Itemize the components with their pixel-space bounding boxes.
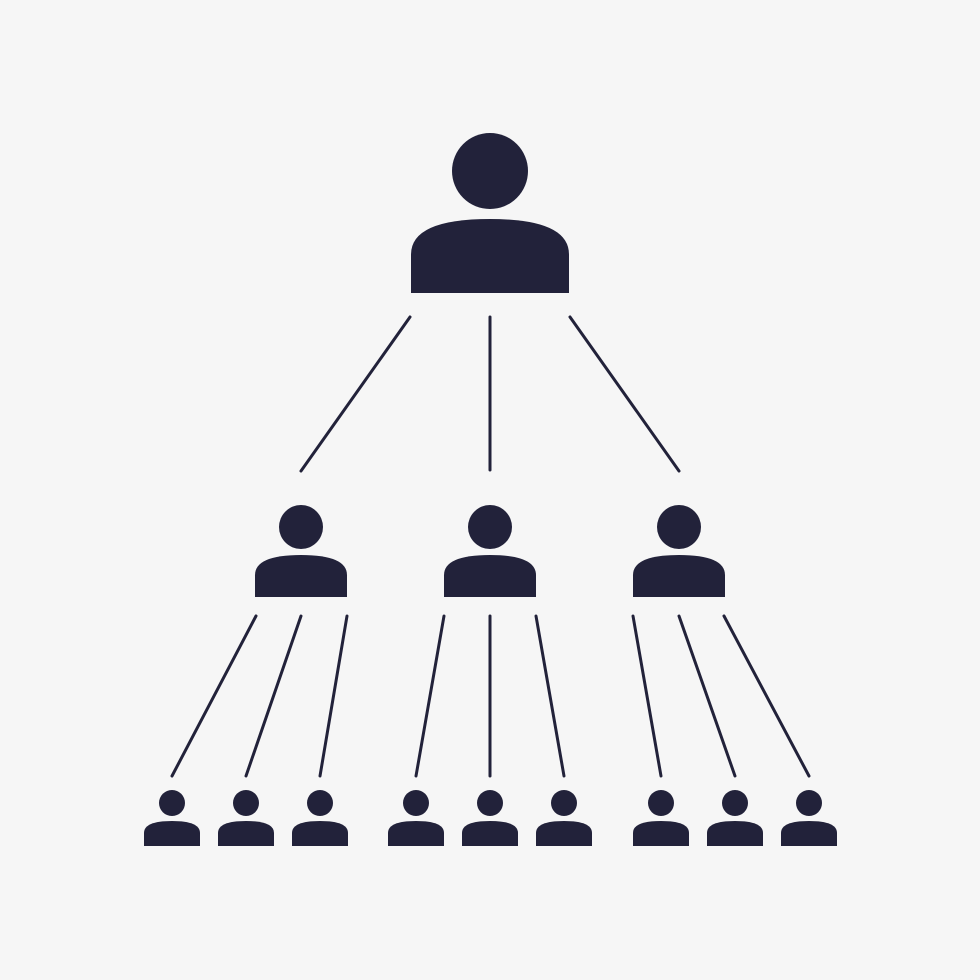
person-head <box>796 790 822 816</box>
person-head <box>722 790 748 816</box>
person-icon-member-1-1 <box>144 790 200 846</box>
person-icon-member-2-1 <box>388 790 444 846</box>
person-icon-member-2-2 <box>462 790 518 846</box>
connector-manager-3-to-member-1 <box>631 614 663 778</box>
person-body <box>536 821 592 846</box>
person-head <box>477 790 503 816</box>
person-body <box>292 821 348 846</box>
person-head <box>657 505 701 549</box>
person-body <box>411 219 569 293</box>
person-body <box>255 555 347 597</box>
person-head <box>648 790 674 816</box>
person-head <box>307 790 333 816</box>
person-icon-member-3-1 <box>633 790 689 846</box>
connector-manager-1-to-member-2 <box>244 614 303 778</box>
connector-manager-1-to-member-3 <box>318 614 349 778</box>
person-head <box>452 133 528 209</box>
person-icon-manager-3 <box>633 505 725 597</box>
person-icon-member-2-3 <box>536 790 592 846</box>
person-icon-manager-2 <box>444 505 536 597</box>
person-body <box>707 821 763 846</box>
person-body <box>144 821 200 846</box>
person-body <box>444 555 536 597</box>
person-icon-member-1-3 <box>292 790 348 846</box>
connector-manager-3-to-member-2 <box>677 614 737 778</box>
person-body <box>633 821 689 846</box>
person-head <box>233 790 259 816</box>
people <box>144 133 837 846</box>
connector-manager-2-to-member-3 <box>534 614 566 778</box>
person-head <box>468 505 512 549</box>
connector-root-to-manager-3 <box>568 315 681 473</box>
person-head <box>279 505 323 549</box>
person-head <box>551 790 577 816</box>
connector-root-to-manager-1 <box>299 315 412 473</box>
person-head <box>159 790 185 816</box>
person-icon-manager-1 <box>255 505 347 597</box>
person-icon-root <box>411 133 569 293</box>
connectors <box>170 315 811 778</box>
person-body <box>218 821 274 846</box>
person-body <box>781 821 837 846</box>
connector-manager-3-to-member-3 <box>722 614 811 778</box>
person-icon-member-3-3 <box>781 790 837 846</box>
person-icon-member-3-2 <box>707 790 763 846</box>
person-body <box>388 821 444 846</box>
connector-manager-1-to-member-1 <box>170 614 258 778</box>
connector-manager-2-to-member-1 <box>414 614 446 778</box>
person-head <box>403 790 429 816</box>
person-icon-member-1-2 <box>218 790 274 846</box>
person-body <box>633 555 725 597</box>
person-body <box>462 821 518 846</box>
